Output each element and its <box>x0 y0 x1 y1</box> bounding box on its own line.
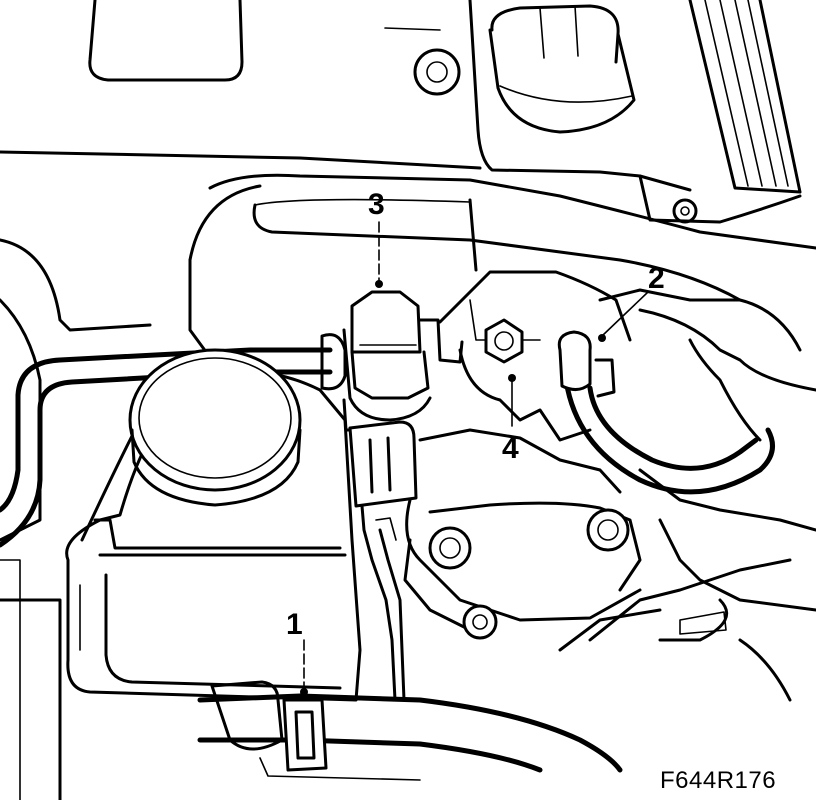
air-intake-duct <box>188 173 816 362</box>
callout-leaders <box>300 221 649 696</box>
callout-3: 3 <box>368 188 385 221</box>
leader-dot-1 <box>300 688 308 696</box>
expansion-tank-cap <box>128 348 302 507</box>
leader-dot-3 <box>375 280 383 288</box>
callout-2: 2 <box>648 262 665 295</box>
temperature-sensor <box>342 290 464 432</box>
figure-code: F644R176 <box>660 767 776 794</box>
intake-ribs <box>638 0 802 224</box>
callout-1: 1 <box>286 608 303 641</box>
callout-4: 4 <box>502 432 519 465</box>
leader-dot-2 <box>598 334 606 342</box>
engine-top-cover <box>0 0 692 192</box>
housing-bolts <box>428 318 630 640</box>
figure-code-backdrop <box>652 764 802 792</box>
coolant-hose <box>0 333 347 548</box>
oil-filler-cap <box>488 4 636 134</box>
left-fender-edge <box>0 238 152 800</box>
leader-dot-4 <box>508 374 516 382</box>
sensor-connector-plug <box>348 420 418 702</box>
right-side-components <box>558 288 816 702</box>
lower-hose <box>197 680 623 781</box>
thermostat-housing <box>403 270 642 632</box>
hose-clamp <box>282 698 328 772</box>
bleed-hose <box>557 330 775 495</box>
